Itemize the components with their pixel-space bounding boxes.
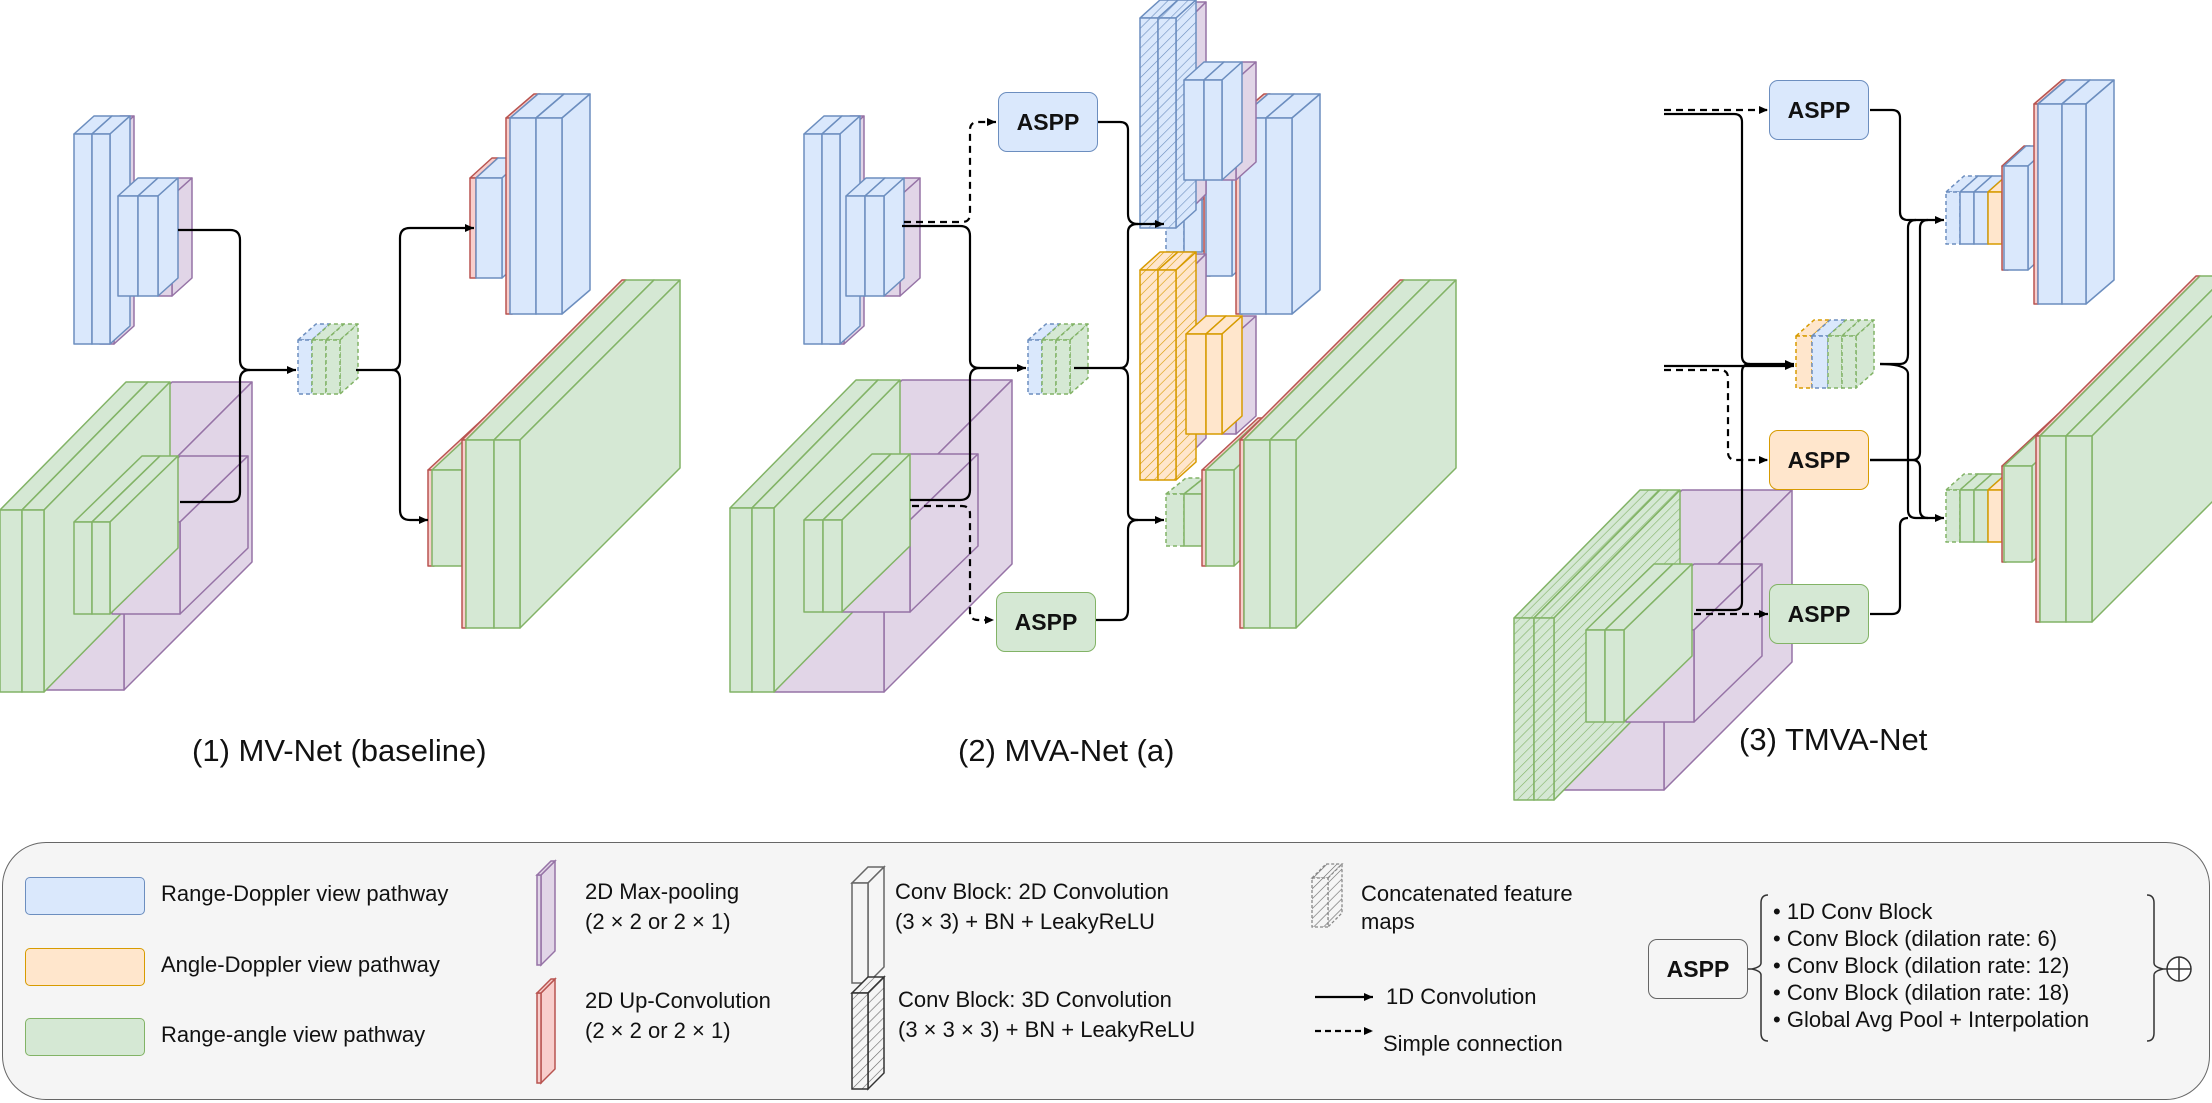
conv-block — [137, 177, 179, 297]
conv-block — [493, 279, 681, 629]
conv1d-connection — [1664, 112, 1794, 368]
simple-connection — [1664, 368, 1768, 464]
legend-layer-icons — [535, 859, 557, 1085]
maxpool-icon — [535, 859, 557, 967]
conv-block — [535, 93, 591, 315]
legend-swatch-ra — [25, 1018, 145, 1056]
aspp-box-ra: ASPP — [996, 592, 1096, 652]
simple-connection — [912, 504, 994, 624]
legend-concat-line1: Concatenated feature — [1361, 881, 1573, 906]
aspp-item-text: 1D Conv Block — [1786, 899, 1933, 924]
aspp-item: • Conv Block (dilation rate: 12) — [1773, 953, 2070, 978]
legend-panel: Range-Doppler view pathway Angle-Doppler… — [2, 842, 2210, 1100]
aspp-item-text: Conv Block (dilation rate: 12) — [1786, 953, 2070, 978]
conv3d-block-icon — [850, 975, 886, 1091]
conv1d-connection — [1096, 518, 1139, 622]
conv-block — [2065, 288, 2212, 623]
aspp-item: • Conv Block (dilation rate: 18) — [1773, 980, 2070, 1005]
concat-icon — [1310, 862, 1344, 929]
legend-upconv-line1: 2D Up-Convolution — [585, 988, 771, 1013]
legend-aspp-box: ASPP — [1648, 939, 1748, 999]
legend-conv-icons — [850, 865, 886, 1091]
conv1d-connection — [910, 366, 981, 502]
conv1d-connection — [391, 368, 428, 524]
caption-mvanet: (2) MVA-Net (a) — [958, 733, 1175, 768]
architecture-diagram — [0, 0, 2212, 801]
conv1d-connection — [180, 368, 251, 504]
latent-block — [1055, 323, 1089, 395]
conv-block — [1203, 61, 1243, 181]
legend-rd-label: Range-Doppler view pathway — [161, 881, 449, 906]
conv-block — [91, 455, 179, 615]
legend-swatch-rd — [25, 877, 145, 915]
legend-arrows — [1315, 993, 1373, 1035]
conv1d-connection — [1870, 458, 1929, 520]
conv1d-connection — [1880, 218, 1917, 366]
conv1d-connection — [356, 224, 474, 372]
caption-tmvanet: (3) TMVA-Net — [1739, 722, 1928, 757]
conv-block — [1604, 563, 1693, 723]
conv-block — [822, 453, 911, 613]
conv-block — [1269, 279, 1457, 629]
aspp-item: • Global Avg Pool + Interpolation — [1773, 1007, 2090, 1032]
aspp-item: • Conv Block (dilation rate: 6) — [1773, 926, 2058, 951]
legend-left-brace — [1748, 894, 1769, 1042]
aspp-label: ASPP — [1787, 446, 1851, 473]
simple-connection — [904, 118, 996, 224]
conv1d-connection — [178, 228, 296, 374]
aspp-label: ASPP — [1787, 600, 1851, 627]
latent-block — [1841, 319, 1875, 389]
legend-aspp-label: ASPP — [1666, 955, 1730, 982]
aspp-item: • 1D Conv Block — [1773, 899, 1933, 924]
legend-upconv-line2: (2 × 2 or 2 × 1) — [585, 1018, 731, 1043]
aspp-label: ASPP — [1787, 96, 1851, 123]
legend-conv2d-line2: (3 × 3) + BN + LeakyReLU — [895, 909, 1155, 934]
conv1d-connection — [1696, 362, 1751, 612]
legend-simple-label: Simple connection — [1383, 1031, 1563, 1056]
aspp-item-text: Conv Block (dilation rate: 6) — [1786, 926, 2058, 951]
conv1d-connection — [1870, 516, 1909, 616]
aspp-box-ad: ASPP — [1769, 430, 1869, 490]
legend-swatch-ad — [25, 948, 145, 986]
legend-conv3d-line2: (3 × 3 × 3) + BN + LeakyReLU — [898, 1017, 1196, 1042]
legend-maxpool-line1: 2D Max-pooling — [585, 879, 740, 904]
legend-conv2d-line1: Conv Block: 2D Convolution — [895, 879, 1169, 904]
legend-conv1d-label: 1D Convolution — [1386, 984, 1537, 1009]
conv-block — [864, 177, 905, 297]
aspp-box-ra: ASPP — [1769, 584, 1869, 644]
aspp-box-rd: ASPP — [998, 92, 1098, 152]
legend-aspp-list: • 1D Conv Block • Conv Block (dilation r… — [1773, 898, 2089, 1033]
aspp-item-text: Conv Block (dilation rate: 18) — [1786, 980, 2070, 1005]
aspp-item-text: Global Avg Pool + Interpolation — [1786, 1007, 2090, 1032]
conv2d-block-icon — [850, 865, 886, 985]
aspp-label: ASPP — [1016, 108, 1080, 135]
legend-maxpool-line2: (2 × 2 or 2 × 1) — [585, 909, 731, 934]
legend-ad-label: Angle-Doppler view pathway — [161, 952, 440, 977]
upconv-icon — [535, 977, 557, 1085]
conv-block — [1205, 315, 1243, 435]
legend-right-brace — [2146, 894, 2192, 1042]
conv1d-connection — [1879, 362, 1944, 522]
conv-block — [1265, 93, 1321, 315]
conv-block — [2061, 79, 2115, 305]
aspp-box-rd: ASPP — [1769, 80, 1869, 140]
conv1d-connection — [1870, 108, 1944, 224]
legend-concat-line2: maps — [1361, 909, 1415, 934]
legend-conv3d-line1: Conv Block: 3D Convolution — [898, 987, 1172, 1012]
latent-block — [325, 323, 359, 395]
conv1d-connection — [1870, 218, 1929, 462]
caption-mvnet: (1) MV-Net (baseline) — [192, 733, 487, 768]
aspp-label: ASPP — [1014, 608, 1078, 635]
legend-ra-label: Range-angle view pathway — [161, 1022, 426, 1047]
